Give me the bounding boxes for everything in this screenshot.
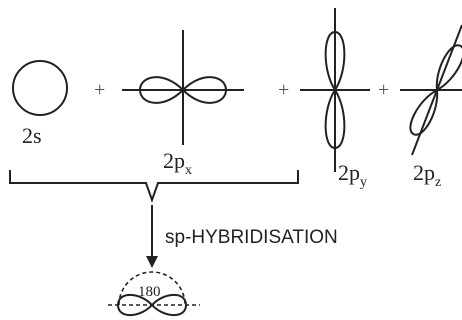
px-orbital-shape — [122, 30, 244, 145]
s-orbital-shape — [13, 61, 67, 115]
s-orbital-label: 2s — [22, 123, 42, 148]
py-orbital-shape — [300, 8, 370, 172]
down-arrow-icon — [146, 205, 158, 268]
pz-orbital-label: 2pz — [413, 160, 441, 190]
pz-orbital-shape — [400, 25, 462, 155]
px-orbital-label: 2px — [163, 148, 192, 178]
plus-sign-2: + — [278, 79, 289, 101]
plus-sign-1: + — [94, 79, 105, 101]
bond-angle-label: 180 — [138, 284, 161, 300]
grouping-brace — [10, 170, 298, 200]
py-orbital-label: 2py — [338, 160, 367, 190]
hybridisation-label: sp-HYBRIDISATION — [165, 227, 338, 248]
plus-sign-3: + — [378, 79, 389, 101]
